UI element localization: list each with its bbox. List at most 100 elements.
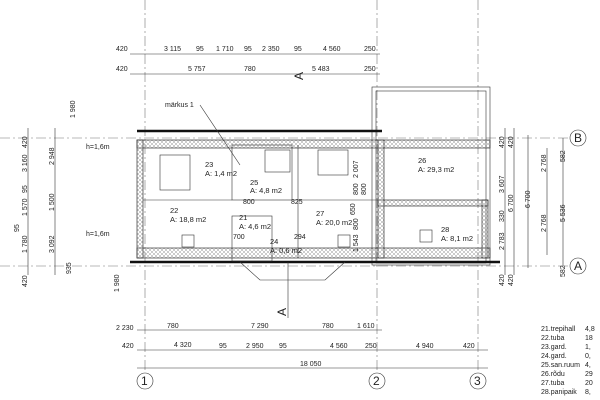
room-number: 25 bbox=[250, 178, 258, 187]
dimension-label: 935 bbox=[66, 262, 73, 274]
dimension-label: 420 bbox=[463, 343, 475, 350]
room-area: A: 1,4 m2 bbox=[205, 169, 237, 178]
room-labels: 23 A: 1,4 m2 25 A: 4,8 m2 22 A: 18,8 m2 … bbox=[170, 156, 473, 255]
axis-3: 3 bbox=[474, 374, 481, 388]
dimension-label: 330 bbox=[499, 210, 506, 222]
room-area: A: 4,6 m2 bbox=[239, 222, 271, 231]
legend-name: 25.san.ruum bbox=[541, 362, 580, 369]
legend-name: 28.panipaik bbox=[541, 389, 577, 396]
dimension-label: 1 710 bbox=[216, 46, 234, 53]
room-area: A: 29,3 m2 bbox=[418, 165, 454, 174]
dimension-label: 2 948 bbox=[49, 147, 56, 165]
dimension-label: 420 bbox=[499, 136, 506, 148]
legend-value: 4, bbox=[585, 362, 591, 369]
note-label: märkus 1 bbox=[165, 102, 194, 109]
dimension-label: 780 bbox=[167, 323, 179, 330]
legend-value: 18 bbox=[585, 335, 593, 342]
room-area: A: 4,8 m2 bbox=[250, 186, 282, 195]
height-note: h=1,6m bbox=[86, 144, 110, 151]
height-note: h=1,6m bbox=[86, 231, 110, 238]
dimension-label: 420 bbox=[22, 275, 29, 287]
dimension-label: 5 483 bbox=[312, 66, 330, 73]
dimension-label: 4 940 bbox=[416, 343, 434, 350]
dimensions-left: 1 980 420 3 160 95 1 570 95 1 780 420 2 … bbox=[14, 100, 121, 292]
dimension-label: 800 bbox=[243, 199, 255, 206]
grid-lines bbox=[0, 0, 568, 372]
dimension-label: 3 160 bbox=[22, 154, 29, 172]
dimension-label: 250 bbox=[364, 66, 376, 73]
dimension-label: 95 bbox=[22, 185, 29, 193]
dimension-label: 2 950 bbox=[246, 343, 264, 350]
dimension-label: 650 bbox=[350, 203, 357, 215]
section-mark-bottom: A bbox=[275, 308, 289, 316]
legend-name: 21.trepihall bbox=[541, 326, 576, 333]
dimension-label: 7 290 bbox=[251, 323, 269, 330]
room-number: 26 bbox=[418, 156, 426, 165]
dimension-label: 420 bbox=[22, 136, 29, 148]
dimension-label: 95 bbox=[14, 224, 21, 232]
note-leader bbox=[199, 104, 241, 166]
legend-value: 4,8 bbox=[585, 326, 595, 333]
bed bbox=[159, 154, 191, 191]
room-number: 23 bbox=[205, 160, 213, 169]
room-area: A: 20,0 m2 bbox=[316, 218, 352, 227]
dimension-label: 800 bbox=[353, 183, 360, 195]
axis-1: 1 bbox=[141, 374, 148, 388]
dimension-label: 3 092 bbox=[49, 235, 56, 253]
dimension-label: 3 115 bbox=[164, 46, 181, 53]
dimension-label: 420 bbox=[122, 343, 134, 350]
dimension-label: 420 bbox=[116, 66, 128, 73]
dimension-label: 2 768 bbox=[541, 214, 548, 232]
dimension-label: 1 570 bbox=[22, 198, 29, 216]
legend-name: 27.tuba bbox=[541, 380, 564, 387]
dimension-label: 4 560 bbox=[323, 46, 341, 53]
legend-value: 8, bbox=[585, 389, 591, 396]
dimension-label: 1 500 bbox=[49, 193, 56, 211]
dimensions-right: 420 3 607 330 2 783 420 420 6 700 420 6 … bbox=[499, 128, 567, 286]
dimension-label: 95 bbox=[219, 343, 227, 350]
dimension-label: 700 bbox=[233, 234, 245, 241]
dimension-label: 3 607 bbox=[499, 175, 506, 193]
dimension-label: 5 757 bbox=[188, 66, 206, 73]
legend-name: 22.tuba bbox=[541, 335, 564, 342]
dimension-label: 4 320 bbox=[174, 342, 192, 349]
room-number: 28 bbox=[441, 225, 449, 234]
dimensions-bottom: 2 230 780 7 290 780 1 610 420 4 320 95 2… bbox=[116, 323, 488, 369]
dimension-label: 420 bbox=[116, 46, 128, 53]
dimension-label: 95 bbox=[244, 46, 252, 53]
dimensions-top: 420 3 115 95 1 710 95 2 350 95 4 560 250… bbox=[116, 46, 380, 75]
dimension-label: 420 bbox=[508, 136, 515, 148]
room-number: 24 bbox=[270, 237, 278, 246]
legend-name: 23.gard. bbox=[541, 344, 567, 351]
dimension-label: 582 bbox=[560, 150, 567, 162]
dimension-label: 294 bbox=[294, 234, 306, 241]
room-number: 27 bbox=[316, 209, 324, 218]
total-width: 18 050 bbox=[300, 361, 322, 368]
axis-2: 2 bbox=[373, 374, 380, 388]
dimension-label: 95 bbox=[196, 46, 204, 53]
dimensions-inner: 800 825 700 294 2 007 800 800 650 800 1 … bbox=[233, 160, 368, 252]
building-outline bbox=[130, 86, 500, 318]
dimension-label: 582 bbox=[560, 265, 567, 277]
dimension-label: 2 783 bbox=[499, 232, 506, 250]
dimension-label: 2 768 bbox=[541, 154, 548, 172]
dimension-label: 825 bbox=[291, 199, 303, 206]
axis-markers: 1 2 3 B A bbox=[136, 129, 587, 390]
legend-value: 20 bbox=[585, 380, 593, 387]
legend-name: 24.gard. bbox=[541, 353, 567, 360]
room-area: A: 8,1 m2 bbox=[441, 234, 473, 243]
room-number: 22 bbox=[170, 206, 178, 215]
dimension-label: 4 560 bbox=[330, 343, 348, 350]
dimension-label: 1 980 bbox=[114, 274, 121, 292]
legend-value: 0, bbox=[585, 353, 591, 360]
dimension-label: 2 350 bbox=[262, 46, 280, 53]
dimension-label: 250 bbox=[364, 46, 376, 53]
dimension-label: 2 007 bbox=[353, 160, 360, 178]
bathtub bbox=[264, 149, 291, 173]
dimension-label: 420 bbox=[499, 274, 506, 286]
room-number: 21 bbox=[239, 213, 247, 222]
dimension-label: 1 610 bbox=[357, 323, 375, 330]
staircase bbox=[231, 215, 273, 262]
dimension-label: 95 bbox=[294, 46, 302, 53]
